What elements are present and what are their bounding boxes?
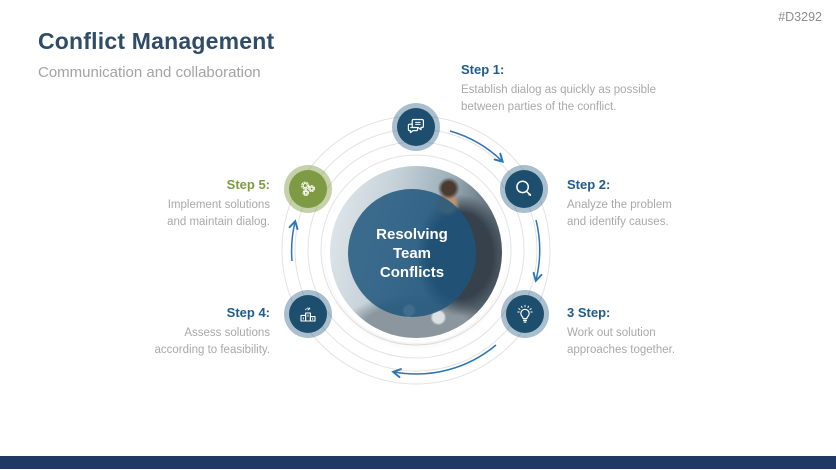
search-icon: [505, 170, 543, 208]
page-title: Conflict Management: [38, 28, 275, 54]
center-overlay: Resolving Team Conflicts: [348, 189, 476, 317]
step-1-desc: between parties of the conflict.: [461, 101, 617, 113]
center-photo: Resolving Team Conflicts: [330, 166, 502, 338]
step-3-desc: approaches together.: [567, 344, 676, 356]
arrow-step3-step4: [391, 344, 497, 379]
step-4-label: Step 4:: [226, 305, 270, 320]
step-node-3: [501, 290, 549, 338]
podium-icon: [289, 295, 327, 333]
step-node-1: [392, 103, 440, 151]
arrow-step4-step5: [288, 219, 299, 262]
step-5-label: Step 5:: [226, 177, 270, 192]
step-4-desc: according to feasibility.: [154, 344, 270, 356]
step-1-desc: Establish dialog as quickly as possible: [461, 84, 656, 96]
step-node-5: [284, 165, 332, 213]
step-2-label: Step 2:: [567, 177, 611, 192]
step-5-text: Step 5: Implement solutions and maintain…: [35, 177, 270, 231]
step-2-desc: Analyze the problem: [567, 199, 672, 211]
center-caption-line: Conflicts: [379, 263, 445, 281]
arrow-step2-step3: [532, 219, 543, 283]
step-1-text: Step 1: Establish dialog as quickly as p…: [461, 62, 696, 116]
step-5-desc: and maintain dialog.: [167, 216, 270, 228]
step-3-desc: Work out solution: [567, 327, 656, 339]
footer-bar: [0, 456, 836, 469]
step-3-label: 3 Step:: [567, 305, 611, 320]
step-5-desc: Implement solutions: [167, 199, 270, 211]
step-2-text: Step 2: Analyze the problem and identify…: [567, 177, 802, 231]
step-4-desc: Assess solutions: [184, 327, 270, 339]
center-caption-line: Resolving: [376, 225, 448, 243]
step-node-4: [284, 290, 332, 338]
step-4-text: Step 4: Assess solutions according to fe…: [35, 305, 270, 359]
step-2-desc: and identify causes.: [567, 216, 669, 228]
chat-icon: [397, 108, 435, 146]
step-node-2: [500, 165, 548, 213]
lightbulb-icon: [506, 295, 544, 333]
gears-icon: [289, 170, 327, 208]
step-3-text: 3 Step: Work out solution approaches tog…: [567, 305, 802, 359]
center-caption-line: Team: [392, 244, 432, 262]
step-1-label: Step 1:: [461, 62, 505, 77]
arrow-step1-step2: [449, 130, 505, 164]
page-subtitle: Communication and collaboration: [38, 64, 261, 81]
product-code: #D3292: [778, 10, 822, 24]
